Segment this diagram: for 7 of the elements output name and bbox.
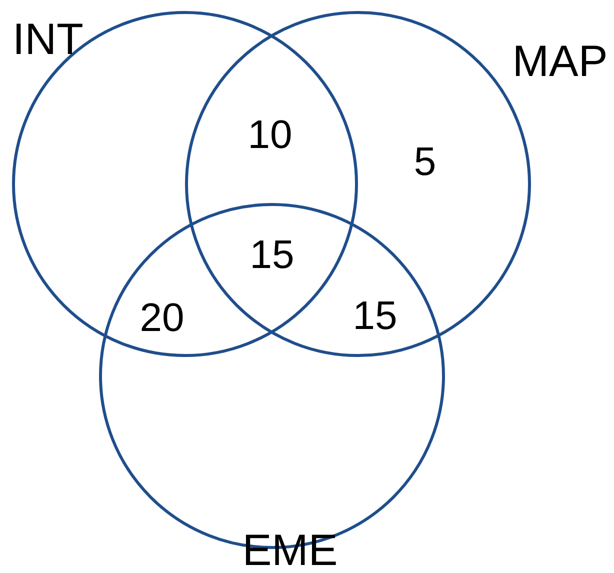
set-label: MAP	[512, 40, 608, 84]
region-count: 15	[250, 235, 294, 275]
set-label: INT	[12, 18, 84, 62]
region-count: 10	[248, 115, 292, 155]
region-count: 20	[140, 298, 184, 338]
region-count: 5	[414, 142, 436, 182]
region-count: 15	[352, 296, 398, 336]
